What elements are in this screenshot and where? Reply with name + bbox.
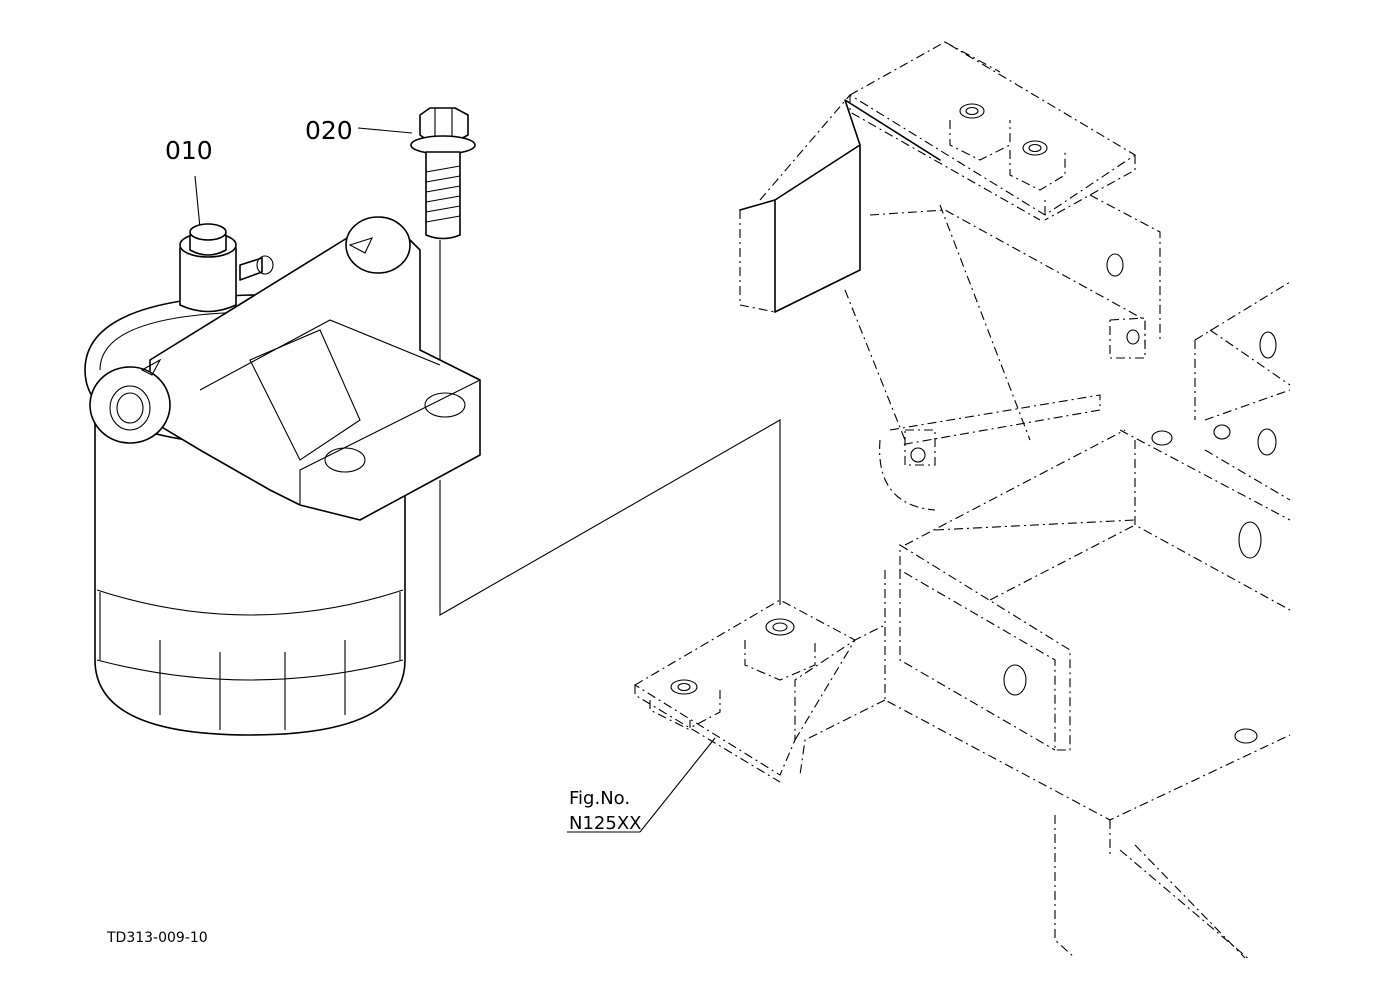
- drawing-id: TD313-009-10: [107, 930, 208, 946]
- fuel-filter-010: [84, 216, 481, 736]
- frame-assembly: [633, 41, 1291, 961]
- fig-ref-line1: Fig.No.: [569, 788, 631, 809]
- part-number-010-label: 010: [165, 136, 213, 165]
- fig-ref-line2: N125XX: [569, 813, 642, 834]
- bolt-020: [410, 107, 476, 240]
- part-number-020-label: 020: [305, 116, 353, 145]
